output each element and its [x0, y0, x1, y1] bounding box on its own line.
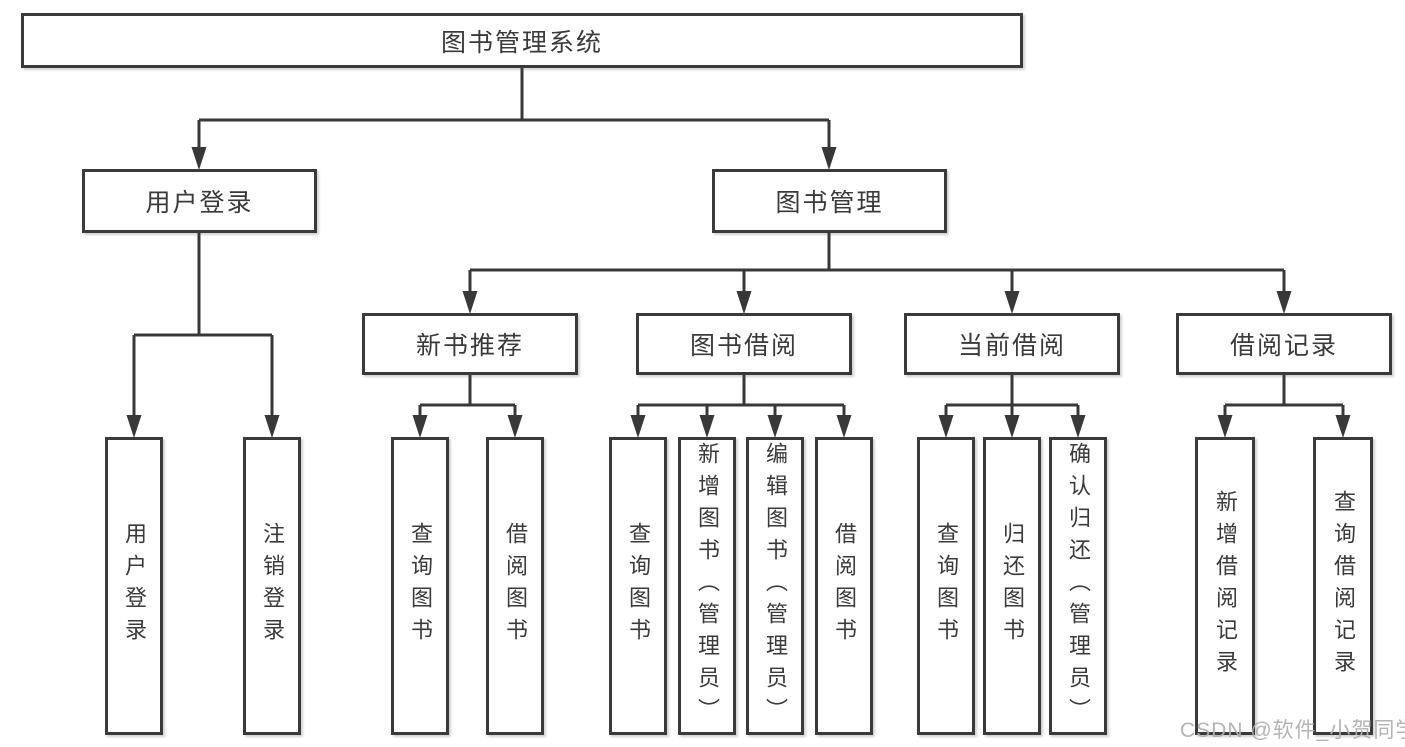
- leaf-add-book-admin-label: 新增图书（管理员）: [695, 442, 720, 730]
- node-current-borrow: 当前借阅: [904, 313, 1120, 375]
- leaf-borrow-books-borrow: 借阅图书: [815, 437, 873, 735]
- watermark: CSDN @软件_小贺同学: [1180, 719, 1405, 742]
- node-user-login-label: 用户登录: [145, 189, 254, 217]
- leaf-query-books-recommend: 查询图书: [391, 437, 449, 735]
- leaf-borrow-books-borrow-label: 借阅图书: [832, 522, 857, 650]
- leaf-user-login: 用户登录: [105, 437, 163, 735]
- leaf-user-login-label: 用户登录: [122, 522, 147, 650]
- node-new-book-recommend-label: 新书推荐: [415, 332, 524, 360]
- leaf-add-borrow-record-label: 新增借阅记录: [1213, 490, 1238, 682]
- leaf-edit-book-admin-label: 编辑图书（管理员）: [763, 442, 788, 730]
- leaf-edit-book-admin: 编辑图书（管理员）: [746, 437, 804, 735]
- node-borrow-records: 借阅记录: [1176, 313, 1392, 375]
- node-user-login: 用户登录: [82, 169, 317, 233]
- node-book-management: 图书管理: [712, 169, 947, 233]
- leaf-confirm-return-admin: 确认归还（管理员）: [1049, 437, 1107, 735]
- leaf-query-books-current-label: 查询图书: [934, 522, 959, 650]
- leaf-query-books-recommend-label: 查询图书: [408, 522, 433, 650]
- leaf-add-book-admin: 新增图书（管理员）: [678, 437, 736, 735]
- leaf-logout-label: 注销登录: [260, 522, 285, 650]
- leaf-add-borrow-record: 新增借阅记录: [1195, 437, 1255, 735]
- leaf-query-books-borrow: 查询图书: [609, 437, 667, 735]
- node-new-book-recommend: 新书推荐: [362, 313, 578, 375]
- node-borrow-records-label: 借阅记录: [1229, 332, 1338, 360]
- node-root: 图书管理系统: [21, 13, 1023, 68]
- leaf-borrow-books-recommend: 借阅图书: [486, 437, 544, 735]
- leaf-borrow-books-recommend-label: 借阅图书: [503, 522, 528, 650]
- leaf-return-book: 归还图书: [983, 437, 1041, 735]
- node-book-borrow: 图书借阅: [636, 313, 852, 375]
- node-book-borrow-label: 图书借阅: [689, 332, 798, 360]
- leaf-query-borrow-record-label: 查询借阅记录: [1331, 490, 1356, 682]
- arrow-down-icons: [126, 147, 1351, 438]
- leaf-query-books-current: 查询图书: [917, 437, 975, 735]
- node-book-management-label: 图书管理: [775, 189, 884, 217]
- leaf-confirm-return-admin-label: 确认归还（管理员）: [1066, 442, 1091, 730]
- leaf-logout: 注销登录: [243, 437, 301, 735]
- leaf-query-books-borrow-label: 查询图书: [626, 522, 651, 650]
- node-root-label: 图书管理系统: [440, 28, 603, 57]
- node-current-borrow-label: 当前借阅: [957, 332, 1066, 360]
- connector-lines: [132, 68, 1345, 418]
- leaf-query-borrow-record: 查询借阅记录: [1313, 437, 1373, 735]
- leaf-return-book-label: 归还图书: [1000, 522, 1025, 650]
